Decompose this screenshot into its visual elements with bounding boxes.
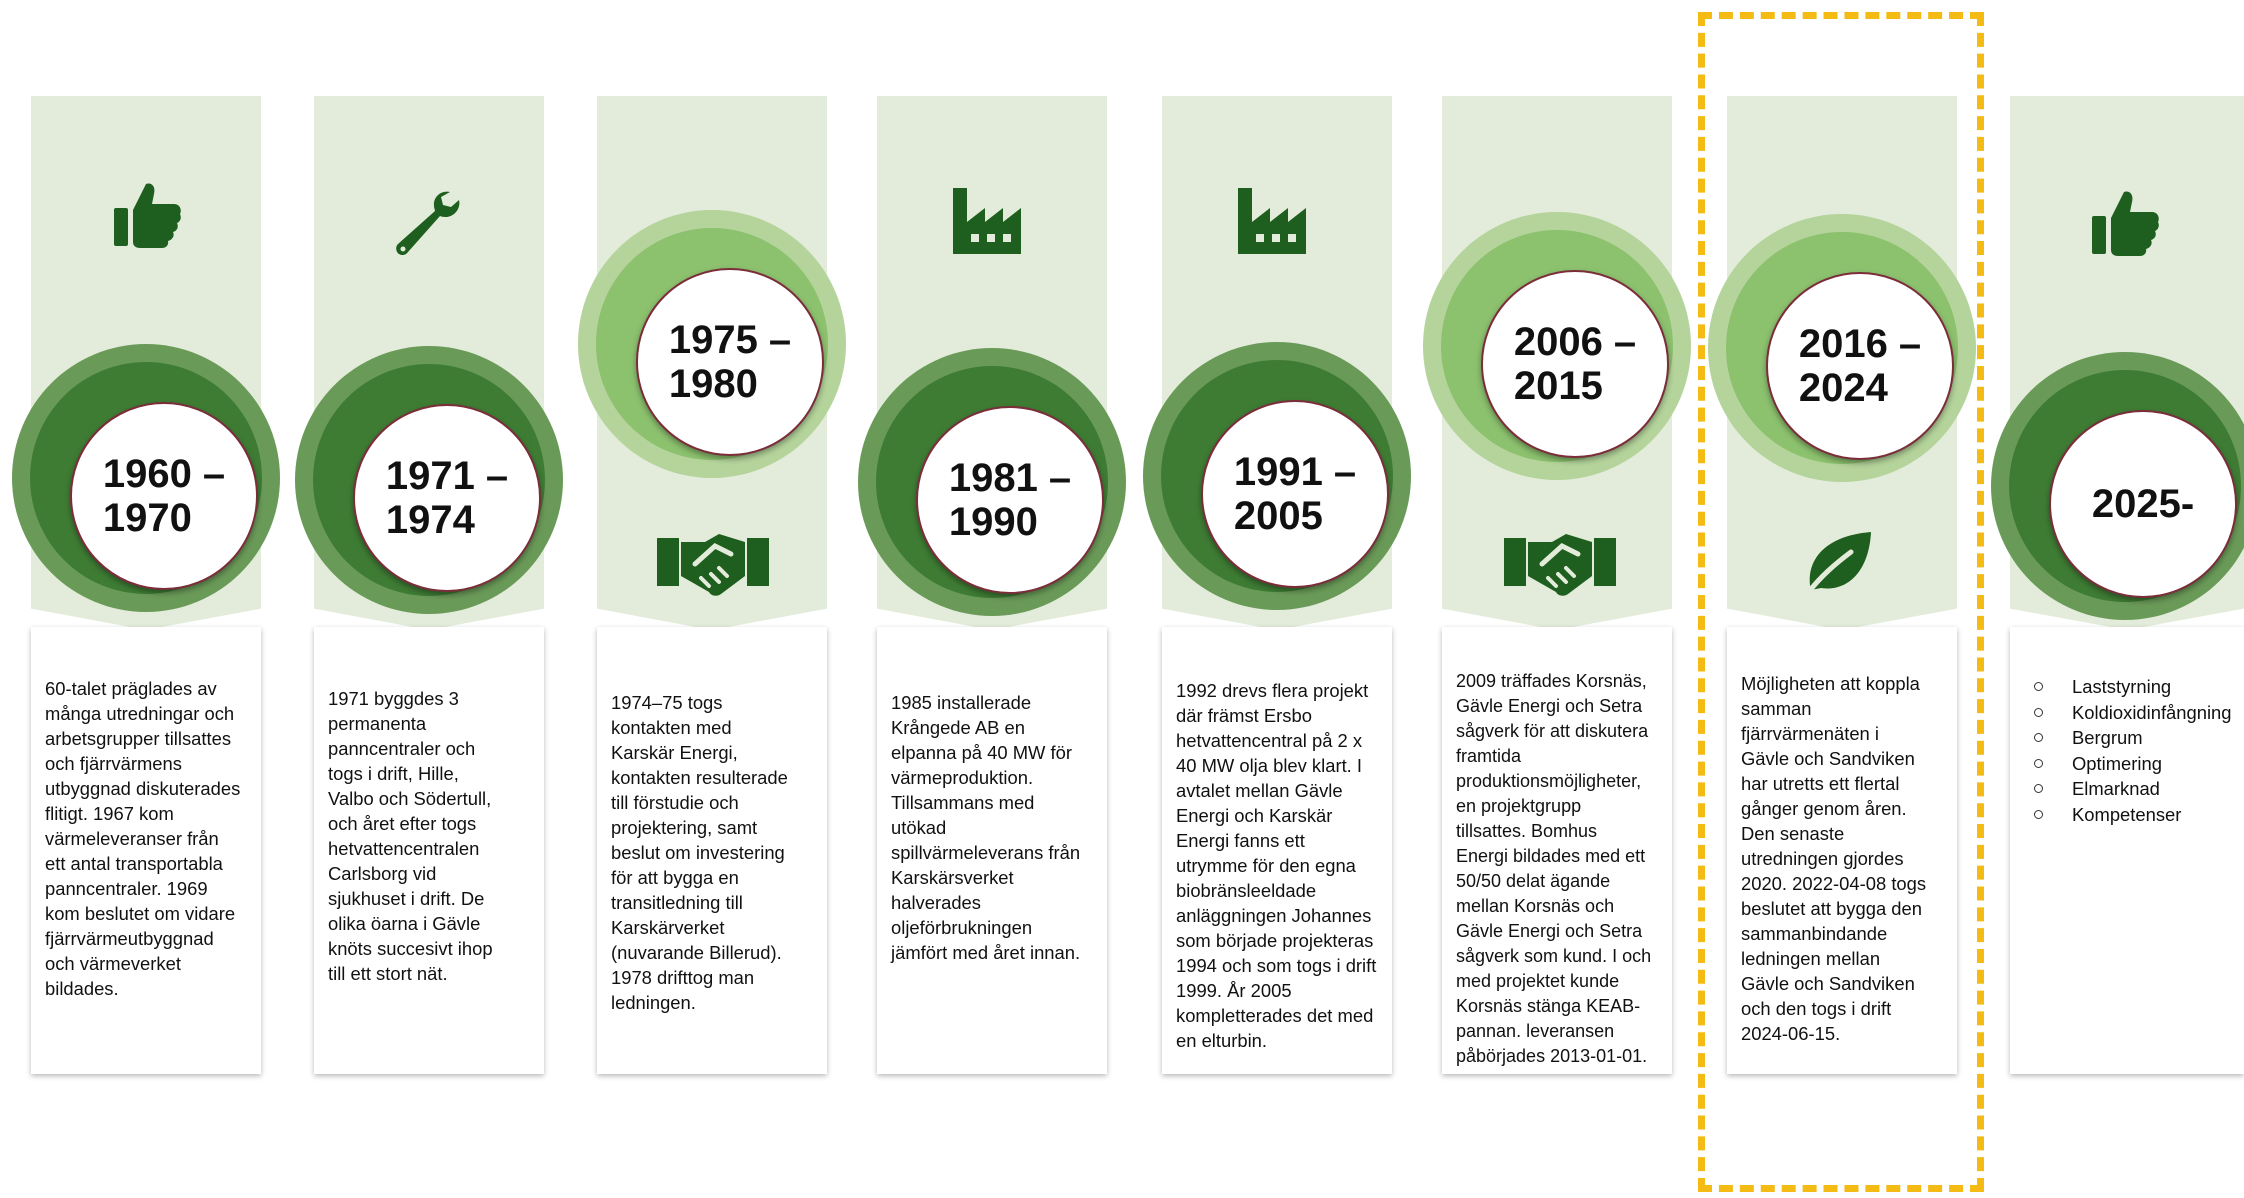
description-card — [2010, 627, 2244, 1074]
description-text: 60-talet präglades av många utredningar … — [45, 678, 241, 999]
year-label: 2025- — [2091, 482, 2195, 526]
factory-icon — [949, 184, 1025, 256]
bullet-circle-icon — [2034, 758, 2043, 768]
year-ring: 1991 – 2005 — [1143, 342, 1411, 610]
leaf-icon — [1801, 528, 1877, 598]
year-label: 1981 – 1990 — [948, 456, 1072, 544]
list-item: Elmarknad — [2028, 776, 2232, 802]
year-circle: 1975 – 1980 — [636, 268, 824, 456]
timeline-column-2025: 2025- Laststyrning Koldioxidinfångning B… — [1991, 0, 2244, 1198]
wrench-icon — [392, 186, 464, 258]
year-circle: 1991 – 2005 — [1201, 400, 1389, 588]
description-text: 2009 träffades Korsnäs, Gävle Energi och… — [1456, 671, 1652, 1066]
thumbs-up-icon — [112, 178, 184, 250]
focus-list: Laststyrning Koldioxidinfångning Bergrum… — [2028, 674, 2232, 827]
bullet-circle-icon — [2034, 682, 2043, 691]
bullet-circle-icon — [2034, 733, 2043, 742]
handshake-icon — [1504, 530, 1616, 598]
description-card: 2009 träffades Korsnäs, Gävle Energi och… — [1442, 627, 1672, 1074]
description-card: 1974–75 togs kontakten med Karskär Energ… — [597, 627, 827, 1074]
factory-icon — [1234, 184, 1310, 256]
thumbs-up-icon — [2090, 186, 2162, 258]
bullet-circle-icon — [2034, 784, 2043, 793]
year-label: 1971 – 1974 — [385, 454, 509, 542]
bullet-circle-icon — [2034, 809, 2043, 819]
list-item: Bergrum — [2028, 725, 2232, 751]
year-ring: 1960 – 1970 — [12, 344, 280, 612]
list-item: Koldioxidinfångning — [2028, 700, 2232, 726]
timeline-column-1975: 1975 – 1980 1974–75 togs kontakten med K… — [578, 0, 846, 1198]
timeline-column-1981: 1981 – 1990 1985 installerade Krångede A… — [858, 0, 1126, 1198]
year-ring: 2016 – 2024 — [1708, 214, 1976, 482]
year-circle: 2025- — [2049, 410, 2237, 598]
highlight-frame — [1698, 12, 1984, 1192]
year-ring: 2025- — [1991, 352, 2244, 620]
description-card: 60-talet präglades av många utredningar … — [31, 627, 261, 1074]
timeline-column-1960: 1960 – 1970 60-talet präglades av många … — [12, 0, 280, 1198]
year-circle: 2006 – 2015 — [1481, 270, 1669, 458]
list-item: Kompetenser — [2028, 802, 2232, 828]
year-label: 1975 – 1980 — [668, 318, 792, 406]
year-circle: 2016 – 2024 — [1766, 272, 1954, 460]
year-label: 2016 – 2024 — [1798, 322, 1922, 410]
year-ring: 2006 – 2015 — [1423, 212, 1691, 480]
list-item: Laststyrning — [2028, 674, 2232, 700]
handshake-icon — [657, 530, 769, 598]
description-card: 1971 byggdes 3 permanenta panncentraler … — [314, 627, 544, 1074]
year-label: 2006 – 2015 — [1513, 320, 1637, 408]
year-ring: 1975 – 1980 — [578, 210, 846, 478]
description-text: 1974–75 togs kontakten med Karskär Energ… — [611, 692, 788, 1013]
year-label: 1991 – 2005 — [1233, 450, 1357, 538]
timeline-column-2016: 2016 – 2024 Möjligheten att koppla samma… — [1708, 0, 1976, 1198]
year-circle: 1981 – 1990 — [916, 406, 1104, 594]
year-circle: 1960 – 1970 — [70, 402, 258, 590]
year-circle: 1971 – 1974 — [353, 404, 541, 592]
timeline-column-1971: 1971 – 1974 1971 byggdes 3 permanenta pa… — [295, 0, 563, 1198]
description-card: 1992 drevs flera projekt där främst Ersb… — [1162, 627, 1392, 1074]
description-text: Möjligheten att koppla samman fjärrvärme… — [1741, 673, 1927, 1044]
bullet-circle-icon — [2034, 707, 2043, 717]
description-text: 1971 byggdes 3 permanenta panncentraler … — [328, 688, 493, 984]
description-text: 1992 drevs flera projekt där främst Ersb… — [1176, 680, 1377, 1051]
year-ring: 1971 – 1974 — [295, 346, 563, 614]
list-item: Optimering — [2028, 751, 2232, 777]
description-card: Möjligheten att koppla samman fjärrvärme… — [1727, 627, 1957, 1074]
timeline-column-1991: 1991 – 2005 1992 drevs flera projekt där… — [1143, 0, 1411, 1198]
description-text: 1985 installerade Krångede AB en elpanna… — [891, 692, 1081, 963]
timeline-column-2006: 2006 – 2015 2009 träffades Korsnäs, Gävl… — [1423, 0, 1691, 1198]
year-label: 1960 – 1970 — [102, 452, 226, 540]
description-card: 1985 installerade Krångede AB en elpanna… — [877, 627, 1107, 1074]
year-ring: 1981 – 1990 — [858, 348, 1126, 616]
